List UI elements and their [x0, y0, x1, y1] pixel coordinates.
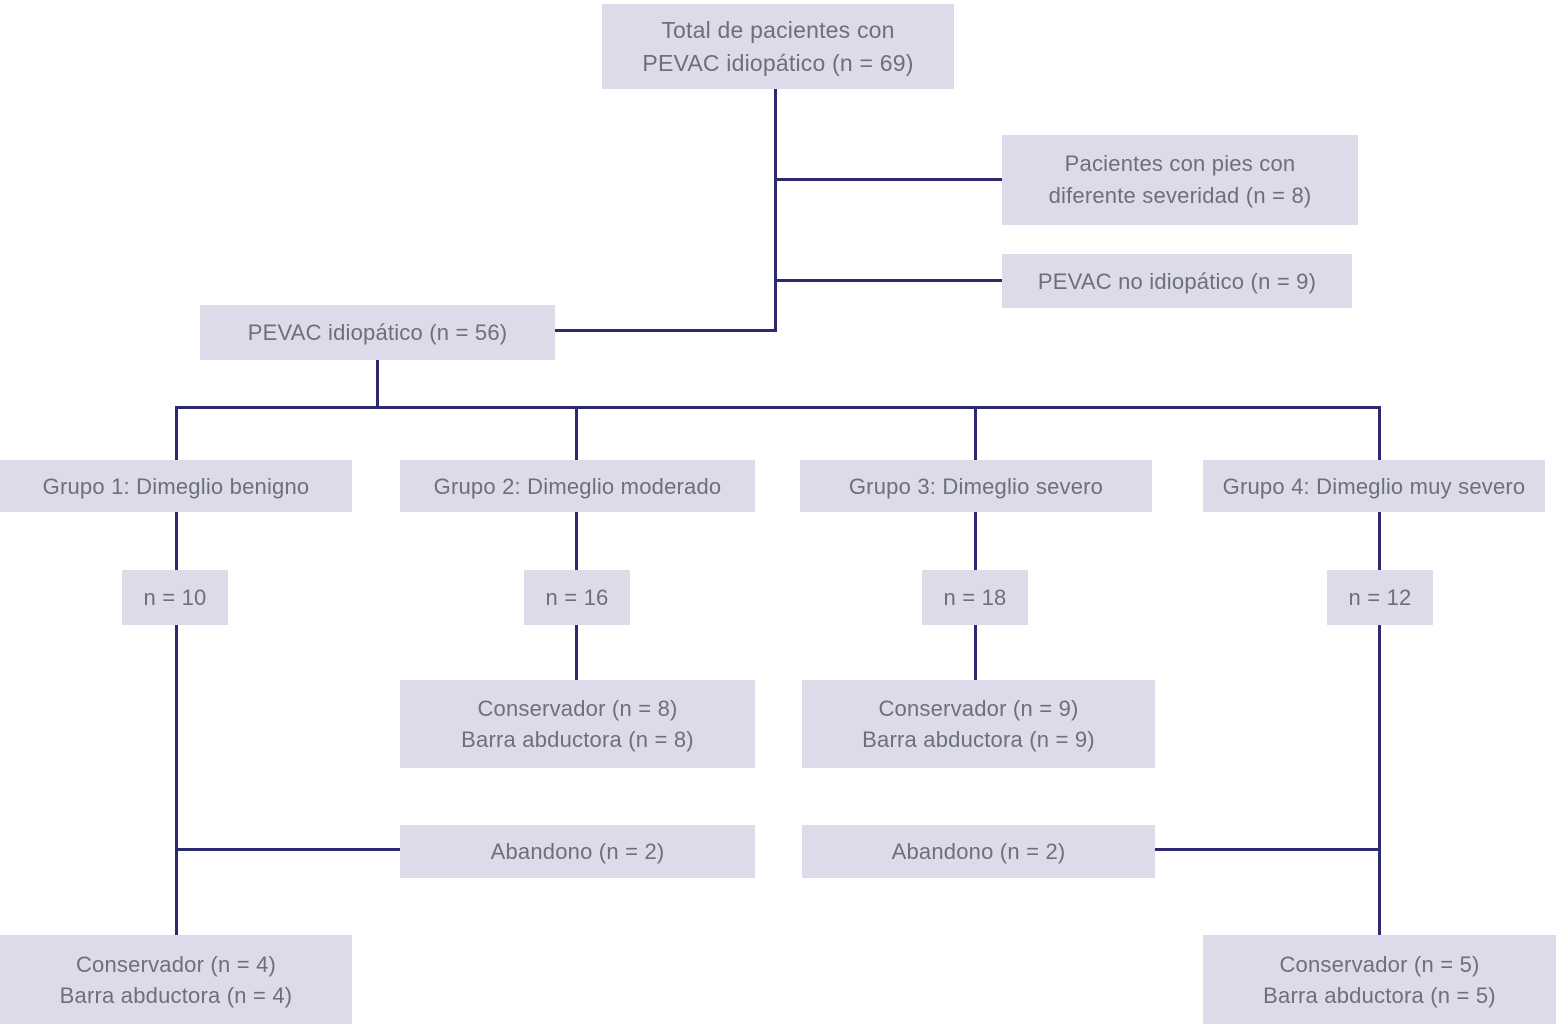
connector-group4-to-dropout	[1155, 848, 1381, 851]
node-text-line: n = 12	[1348, 585, 1412, 610]
node-text-line: n = 10	[143, 585, 207, 610]
node-excluded-different-severity: Pacientes con pies con diferente severid…	[1002, 135, 1358, 225]
connector-group3-to-treatment	[974, 625, 977, 680]
node-text-line: PEVAC idiopático (n = 56)	[247, 320, 508, 345]
node-dropout-right: Abandono (n = 2)	[802, 825, 1155, 878]
node-excluded-non-idiopathic: PEVAC no idiopático (n = 9)	[1002, 254, 1352, 308]
node-text-line: Barra abductora (n = 8)	[461, 727, 694, 752]
node-text-line: Grupo 4: Dimeglio muy severo	[1222, 473, 1526, 499]
connector-distribution-bar	[175, 406, 1381, 409]
node-text-line: Conservador (n = 4)	[75, 951, 277, 977]
connector-group2-to-n	[575, 512, 578, 570]
node-text-line: n = 18	[943, 585, 1007, 610]
connector-drop-group4	[1378, 406, 1381, 460]
connector-group1-to-dropout	[175, 848, 400, 851]
node-group2-treatment: Conservador (n = 8) Barra abductora (n =…	[400, 680, 755, 768]
node-text-line: n = 16	[545, 585, 609, 610]
node-group1-count: n = 10	[122, 570, 228, 625]
node-group4: Grupo 4: Dimeglio muy severo	[1203, 460, 1545, 512]
connector-group4-to-treatment	[1378, 625, 1381, 935]
node-group1: Grupo 1: Dimeglio benigno	[0, 460, 352, 512]
node-text-line: Barra abductora (n = 5)	[1263, 982, 1496, 1008]
connector-drop-group1	[175, 406, 178, 460]
connector-group4-to-n	[1378, 512, 1381, 570]
connector-group1-to-treatment	[175, 625, 178, 935]
connector-to-idiopathic	[555, 329, 777, 332]
node-text-line: Abandono (n = 2)	[490, 839, 665, 864]
node-group3: Grupo 3: Dimeglio severo	[800, 460, 1152, 512]
node-text-line: Grupo 3: Dimeglio severo	[848, 473, 1104, 499]
node-text-line: Conservador (n = 9)	[878, 696, 1079, 721]
node-group2-count: n = 16	[524, 570, 630, 625]
connector-drop-group3	[974, 406, 977, 460]
connector-to-excluded-noidiopathic	[776, 279, 1002, 282]
node-text-line: PEVAC no idiopático (n = 9)	[1037, 268, 1317, 294]
node-group4-treatment: Conservador (n = 5) Barra abductora (n =…	[1203, 935, 1556, 1024]
node-dropout-left: Abandono (n = 2)	[400, 825, 755, 878]
node-text-line: PEVAC idiopático (n = 69)	[642, 49, 914, 76]
node-group1-treatment: Conservador (n = 4) Barra abductora (n =…	[0, 935, 352, 1024]
node-text-line: Barra abductora (n = 4)	[59, 982, 293, 1008]
node-text-line: Abandono (n = 2)	[891, 839, 1066, 864]
node-text-line: Conservador (n = 8)	[477, 696, 678, 721]
node-group2: Grupo 2: Dimeglio moderado	[400, 460, 755, 512]
node-idiopathic: PEVAC idiopático (n = 56)	[200, 305, 555, 360]
node-text-line: Total de pacientes con	[661, 16, 895, 43]
connector-total-down	[774, 89, 777, 332]
node-text-line: Pacientes con pies con	[1064, 151, 1296, 176]
connector-group1-to-n	[175, 512, 178, 570]
node-group3-treatment: Conservador (n = 9) Barra abductora (n =…	[802, 680, 1155, 768]
node-text-line: Barra abductora (n = 9)	[862, 727, 1095, 752]
node-group4-count: n = 12	[1327, 570, 1433, 625]
node-total-patients: Total de pacientes con PEVAC idiopático …	[602, 4, 954, 89]
connector-drop-group2	[575, 406, 578, 460]
node-text-line: diferente severidad (n = 8)	[1048, 183, 1312, 208]
node-text-line: Conservador (n = 5)	[1279, 951, 1480, 977]
connector-group2-to-treatment	[575, 625, 578, 680]
node-group3-count: n = 18	[922, 570, 1028, 625]
connector-to-excluded-severity	[776, 178, 1002, 181]
node-text-line: Grupo 2: Dimeglio moderado	[433, 473, 722, 499]
connector-idiopathic-down	[376, 360, 379, 408]
connector-group3-to-n	[974, 512, 977, 570]
node-text-line: Grupo 1: Dimeglio benigno	[42, 473, 310, 499]
